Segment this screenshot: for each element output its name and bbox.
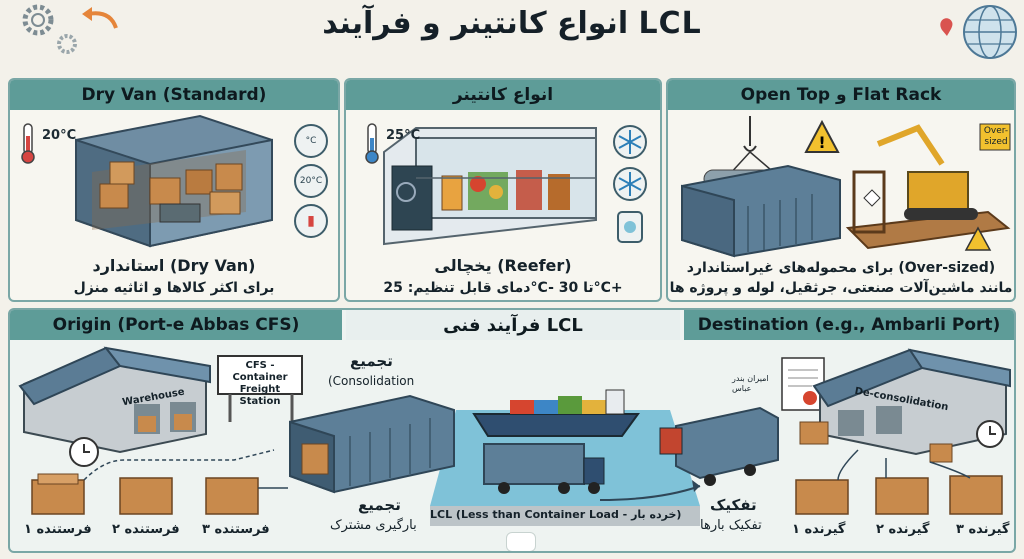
thermometer-c-icon: °C bbox=[294, 124, 328, 158]
warning-icon: ! bbox=[804, 119, 840, 153]
consolidation-en: (Consolidation bbox=[328, 374, 415, 388]
sender-2-label: فرستنده ۲ bbox=[112, 522, 180, 537]
origin-warehouse bbox=[18, 346, 211, 454]
clock-icon bbox=[976, 420, 1004, 448]
lcl-definition: LCL (Less than Container Load - خرده بار… bbox=[430, 508, 682, 521]
unpack-sub: تفکیک بارها bbox=[700, 518, 762, 533]
open-top-container bbox=[681, 164, 841, 258]
consolidation-container bbox=[289, 394, 455, 494]
20c-cloud-icon: 20°C bbox=[294, 164, 328, 198]
thermometer-icon bbox=[21, 123, 35, 164]
dry-van-panel: Dry Van (Standard) 20°C °C 20°C ▮ استاند… bbox=[8, 78, 340, 302]
container-ship bbox=[472, 389, 640, 437]
dry-van-container bbox=[75, 114, 273, 248]
sender-3-label: فرستنده ۳ bbox=[202, 522, 270, 537]
truck-destination bbox=[659, 406, 779, 486]
svg-text:!: ! bbox=[818, 133, 825, 152]
cfs-sign-post bbox=[217, 355, 303, 422]
open-top-caption: برای محموله‌های غیراستاندارد (Over-sized… bbox=[686, 260, 996, 276]
dry-van-caption: استاندارد (Dry Van) bbox=[92, 256, 256, 275]
document-stamp: امیران بندر عباس bbox=[732, 374, 769, 393]
oversize-tag: Over-sized bbox=[983, 126, 1009, 147]
consolidation-fa: تجمیع bbox=[350, 352, 393, 370]
hazard-sign-icon bbox=[863, 189, 992, 251]
reefer-description: دمای قابل تنظیم: 25°C- تا 30°C+ bbox=[383, 280, 623, 296]
process-header: فرآیند فنی LCL bbox=[346, 310, 680, 340]
sender-1-label: فرستنده ۱ bbox=[24, 522, 92, 537]
badge-mid-text: 20°C bbox=[299, 176, 323, 186]
badge-top-text: °C bbox=[305, 136, 317, 146]
dry-van-illustration bbox=[21, 114, 273, 248]
lcl-process-panel: Origin (Port-e Abbas CFS) فرآیند فنی LCL… bbox=[8, 308, 1016, 553]
process-illustration bbox=[18, 346, 1011, 526]
flow-arrow bbox=[599, 485, 701, 501]
snowflake-icon bbox=[613, 167, 647, 201]
container-types-header: انواع کانتینر bbox=[346, 80, 660, 110]
thermometer-icon bbox=[365, 123, 379, 164]
crane-hook-icon bbox=[727, 116, 779, 177]
open-top-description: مانند ماشین‌آلات صنعتی، جرثقیل، لوله و پ… bbox=[669, 280, 1013, 296]
dry-van-header: Dry Van (Standard) bbox=[10, 80, 338, 110]
clock-icon bbox=[69, 437, 99, 467]
receiver-1-label: گیرنده ۱ bbox=[792, 522, 846, 537]
unpack-title: تفکیک bbox=[710, 496, 757, 514]
reefer-caption: یخچالی (Reefer) bbox=[434, 256, 572, 275]
reefer-container bbox=[383, 127, 597, 246]
thermometer-icon: ▮ bbox=[294, 204, 328, 238]
flow-arrow bbox=[83, 449, 275, 481]
shared-loading-title: تجمیع bbox=[358, 496, 401, 514]
dry-van-description: برای اکثر کالاها و اثاثیه منزل bbox=[73, 280, 275, 296]
receiver-2-label: گیرنده ۲ bbox=[876, 522, 930, 537]
sender-pallets bbox=[31, 473, 259, 515]
shared-loading-sub: بارگیری مشترک bbox=[330, 518, 417, 533]
open-top-panel: Open Top و Flat Rack ! bbox=[666, 78, 1016, 302]
origin-header: Origin (Port-e Abbas CFS) bbox=[10, 310, 342, 340]
brand-logo bbox=[506, 532, 536, 551]
open-top-illustration: ! bbox=[681, 116, 1011, 258]
destination-warehouse bbox=[799, 348, 1011, 463]
receiver-pallets bbox=[795, 475, 1003, 515]
destination-header: Destination (e.g., Ambarli Port) bbox=[684, 310, 1014, 340]
reefer-illustration bbox=[365, 123, 647, 246]
open-top-header: Open Top و Flat Rack bbox=[668, 80, 1014, 110]
control-panel-icon bbox=[617, 211, 643, 243]
snowflake-icon bbox=[613, 125, 647, 159]
page-title: انواع کانتینر و فرآیند LCL bbox=[322, 6, 702, 41]
cfs-sign-text: CFS - Container Freight Station bbox=[232, 360, 288, 407]
dry-van-temp: 20°C bbox=[42, 128, 77, 143]
flat-rack-with-excavator bbox=[845, 123, 1011, 250]
flow-arrow bbox=[837, 449, 971, 481]
reefer-panel: انواع کانتینر bbox=[344, 78, 662, 302]
reefer-temp: 25°C bbox=[386, 128, 421, 143]
truck-middle bbox=[483, 443, 605, 494]
receiver-3-label: گیرنده ۳ bbox=[956, 522, 1010, 537]
